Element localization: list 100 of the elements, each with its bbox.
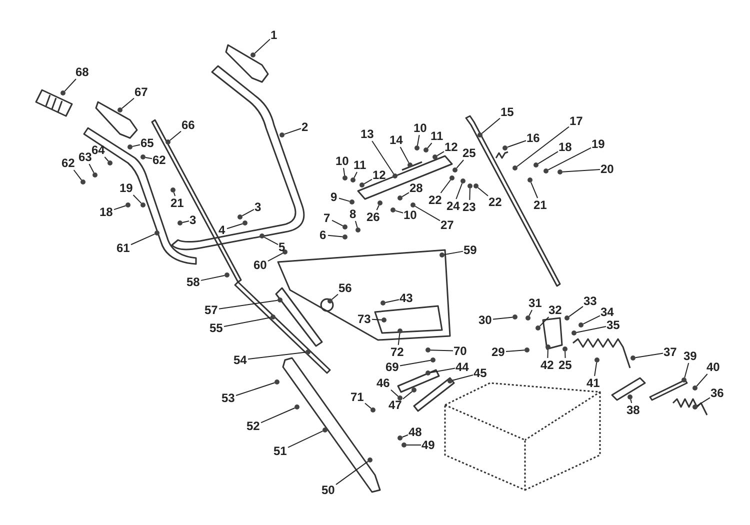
part-dot <box>398 196 402 200</box>
callout-number: 9 <box>330 191 338 203</box>
callout-number: 10 <box>336 155 349 167</box>
part-dot <box>370 408 376 412</box>
leader-line <box>576 326 606 333</box>
leader-line <box>414 206 440 222</box>
part-dot <box>238 214 242 220</box>
part-dot <box>512 314 518 320</box>
leader-line <box>562 168 600 172</box>
part-dot <box>410 202 416 208</box>
part-dot <box>414 146 420 150</box>
callout-number: 38 <box>626 404 640 416</box>
callout-number: 40 <box>706 361 720 373</box>
part-dot <box>170 188 176 192</box>
callout-number: 41 <box>586 377 600 389</box>
part-dot <box>294 404 300 410</box>
part-dot <box>274 380 280 384</box>
part-dot <box>108 160 112 166</box>
leader-line <box>260 408 296 424</box>
leader-line <box>218 300 278 310</box>
leader-line <box>469 188 470 200</box>
callout-number: 5 <box>278 241 286 253</box>
callout-number: 11 <box>430 130 444 142</box>
leader-line <box>634 352 664 358</box>
callout-number: 28 <box>410 182 423 194</box>
callout-number: 54 <box>234 354 247 366</box>
callout-number: 17 <box>570 115 583 127</box>
part-dot <box>594 358 600 362</box>
part-dot <box>60 90 66 96</box>
leader-line <box>538 151 558 164</box>
part-dot <box>322 428 328 432</box>
leader-line <box>430 368 456 374</box>
leader-line <box>224 316 272 328</box>
callout-number: 62 <box>152 154 166 166</box>
leader-line <box>400 360 432 366</box>
callout-number: 3 <box>190 214 196 226</box>
callout-number: 44 <box>456 361 469 373</box>
leader-line <box>200 275 226 281</box>
callout-number: 70 <box>454 345 467 357</box>
callout-number: 12 <box>372 169 386 181</box>
part-dot <box>528 178 532 182</box>
leader-line <box>343 168 346 176</box>
callout-number: 8 <box>350 208 356 220</box>
part-dot <box>380 300 386 306</box>
callout-number: 61 <box>116 242 130 254</box>
callout-number: 26 <box>366 211 380 223</box>
leader-line <box>516 126 570 167</box>
part-dot <box>692 404 698 410</box>
part-dot <box>536 326 540 330</box>
leader-line <box>64 78 76 92</box>
part-dot <box>350 178 356 182</box>
leader-line <box>506 350 525 352</box>
leader-line <box>390 389 399 397</box>
leader-line <box>684 362 690 378</box>
part-dot <box>398 436 402 440</box>
leader-line <box>452 374 474 381</box>
leader-line <box>477 187 488 196</box>
part-dot <box>512 166 518 170</box>
part-dot <box>408 162 412 168</box>
part-dot <box>562 346 568 352</box>
part-dot <box>468 184 472 188</box>
part-dot <box>448 378 452 384</box>
part-dot <box>178 220 182 226</box>
leader-line <box>144 156 152 160</box>
callout-number: 53 <box>222 392 235 404</box>
leader-line <box>630 398 632 404</box>
callout-number: 24 <box>446 200 460 212</box>
part-dot <box>398 396 402 400</box>
callout-number: 14 <box>390 134 403 146</box>
leader-line <box>236 382 276 396</box>
part-dot <box>628 394 632 400</box>
callout-number: 10 <box>404 209 417 221</box>
part-dot <box>564 316 570 320</box>
part-dot <box>80 180 86 184</box>
callout-number: 18 <box>100 206 113 218</box>
leader-line <box>331 294 338 300</box>
callout-number: 69 <box>386 361 399 373</box>
callout-number: 19 <box>120 182 133 194</box>
leader-line <box>528 310 532 316</box>
part-dot <box>378 200 382 206</box>
part-dot <box>390 208 396 212</box>
part-dot <box>426 348 430 352</box>
part-dot <box>382 318 386 322</box>
part-dot <box>430 358 436 362</box>
part-dot <box>224 272 230 278</box>
part-dot <box>392 174 398 178</box>
leader-line <box>364 178 372 184</box>
callout-number: 23 <box>462 201 476 213</box>
callout-number: 34 <box>600 306 614 318</box>
part-dot <box>260 234 264 238</box>
callout-number: 63 <box>78 151 92 163</box>
callout-number: 55 <box>210 322 223 334</box>
leader-line <box>354 172 358 178</box>
callout-number: 37 <box>664 346 677 358</box>
leader-line <box>372 318 382 320</box>
part-dot <box>140 202 146 208</box>
part-dot <box>328 298 332 304</box>
part-dot <box>250 52 256 58</box>
callout-number: 72 <box>390 346 404 358</box>
part-dot <box>432 154 438 160</box>
